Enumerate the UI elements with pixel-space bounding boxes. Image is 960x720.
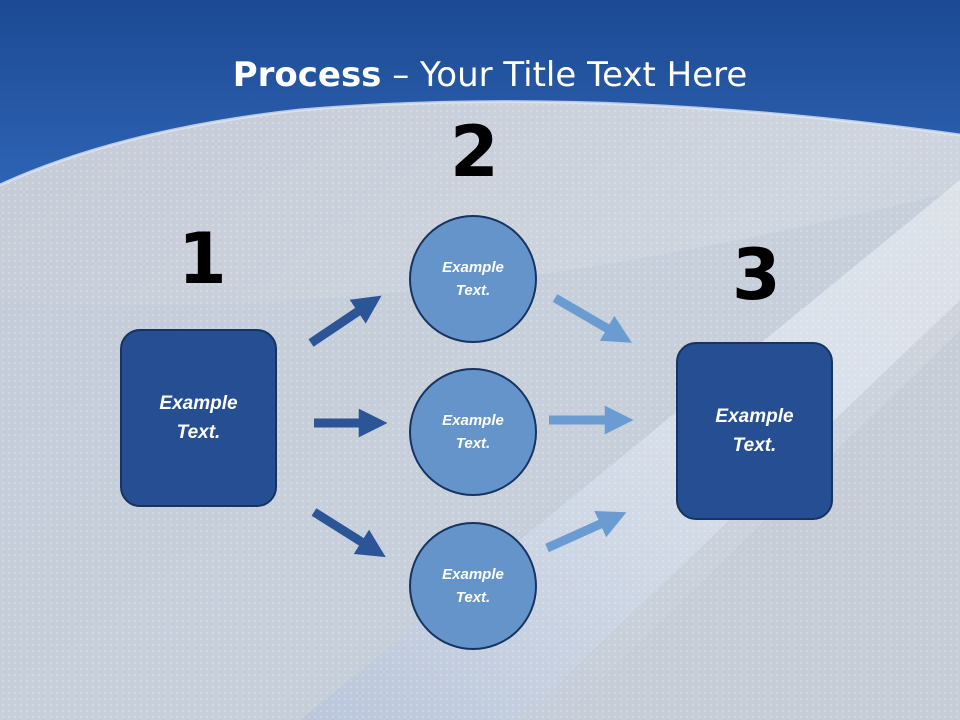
step-1-number: 1 [178, 218, 227, 300]
title-bold: Process [232, 55, 382, 95]
step-3-box: Example Text. [676, 342, 833, 520]
step-3-number: 3 [732, 234, 781, 316]
step-2-circle-bottom: Example Text. [409, 522, 537, 650]
step-2-circle-top: Example Text. [409, 215, 537, 343]
step-2-number: 2 [450, 111, 499, 193]
slide-title: Process – Your Title Text Here [0, 55, 960, 95]
step-2-circle-middle: Example Text. [409, 368, 537, 496]
title-rest: – Your Title Text Here [381, 55, 748, 95]
step-1-box: Example Text. [120, 329, 277, 507]
